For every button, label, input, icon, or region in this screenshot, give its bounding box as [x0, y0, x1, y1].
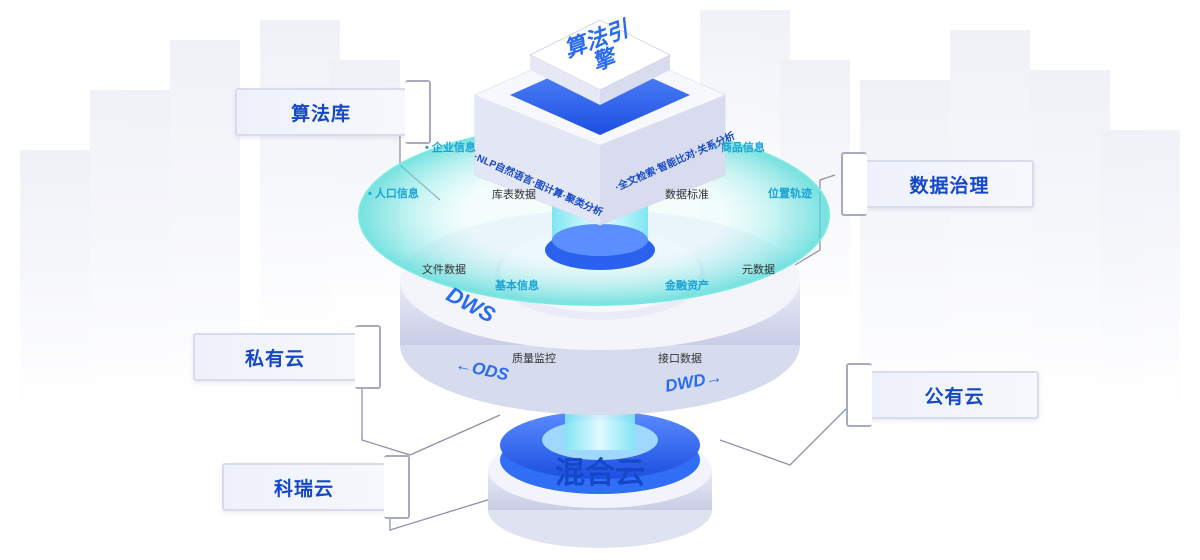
tag-enterprise-info: 企业信息: [425, 139, 476, 155]
tag-enterprise-info-label: 企业信息: [431, 142, 476, 154]
tag-population-info-label: 人口信息: [374, 188, 419, 200]
label-interface-data: 接口数据: [658, 353, 702, 365]
label-data-standard: 数据标准: [665, 189, 709, 201]
card-bracket-icon: [405, 80, 431, 144]
label-file-data: 文件数据: [422, 264, 466, 276]
tag-population-info: 人口信息: [368, 185, 419, 201]
tag-location-track-label: 位置轨迹: [768, 188, 812, 200]
tag-goods-info-label: 商品信息: [720, 142, 765, 154]
tag-basic-info-label: 基本信息: [495, 280, 539, 292]
label-quality-monitor: 质量监控: [512, 353, 556, 365]
card-public-cloud-label: 公有云: [924, 386, 985, 408]
card-algorithm-library-label: 算法库: [290, 103, 351, 125]
tag-finance-assets: 金融资产: [665, 277, 709, 293]
background-buildings: [20, 10, 1180, 410]
label-meta-data: 元数据: [742, 264, 775, 276]
card-private-cloud-label: 私有云: [244, 348, 305, 370]
algorithm-engine-box: [474, 19, 726, 226]
card-public-cloud[interactable]: 公有云: [846, 363, 1039, 427]
card-private-cloud[interactable]: 私有云: [193, 325, 381, 389]
card-kerui-cloud[interactable]: 科瑞云: [222, 455, 410, 519]
hybrid-cloud-base: [488, 411, 712, 548]
card-data-governance-label: 数据治理: [909, 175, 990, 197]
label-table-data: 库表数据: [492, 189, 536, 201]
card-bracket-icon: [384, 455, 410, 519]
tag-basic-info: 基本信息: [495, 277, 539, 293]
card-kerui-cloud-label: 科瑞云: [273, 478, 334, 500]
card-bracket-icon: [841, 152, 867, 216]
layer-hybrid-cloud: 混合云: [555, 457, 645, 490]
card-bracket-icon: [846, 363, 872, 427]
tag-goods-info: 商品信息: [714, 139, 765, 155]
tag-location-track: 位置轨迹: [768, 185, 812, 201]
card-bracket-icon: [355, 325, 381, 389]
card-algorithm-library[interactable]: 算法库: [235, 80, 431, 144]
card-data-governance[interactable]: 数据治理: [841, 152, 1034, 216]
tag-finance-assets-label: 金融资产: [665, 280, 709, 292]
